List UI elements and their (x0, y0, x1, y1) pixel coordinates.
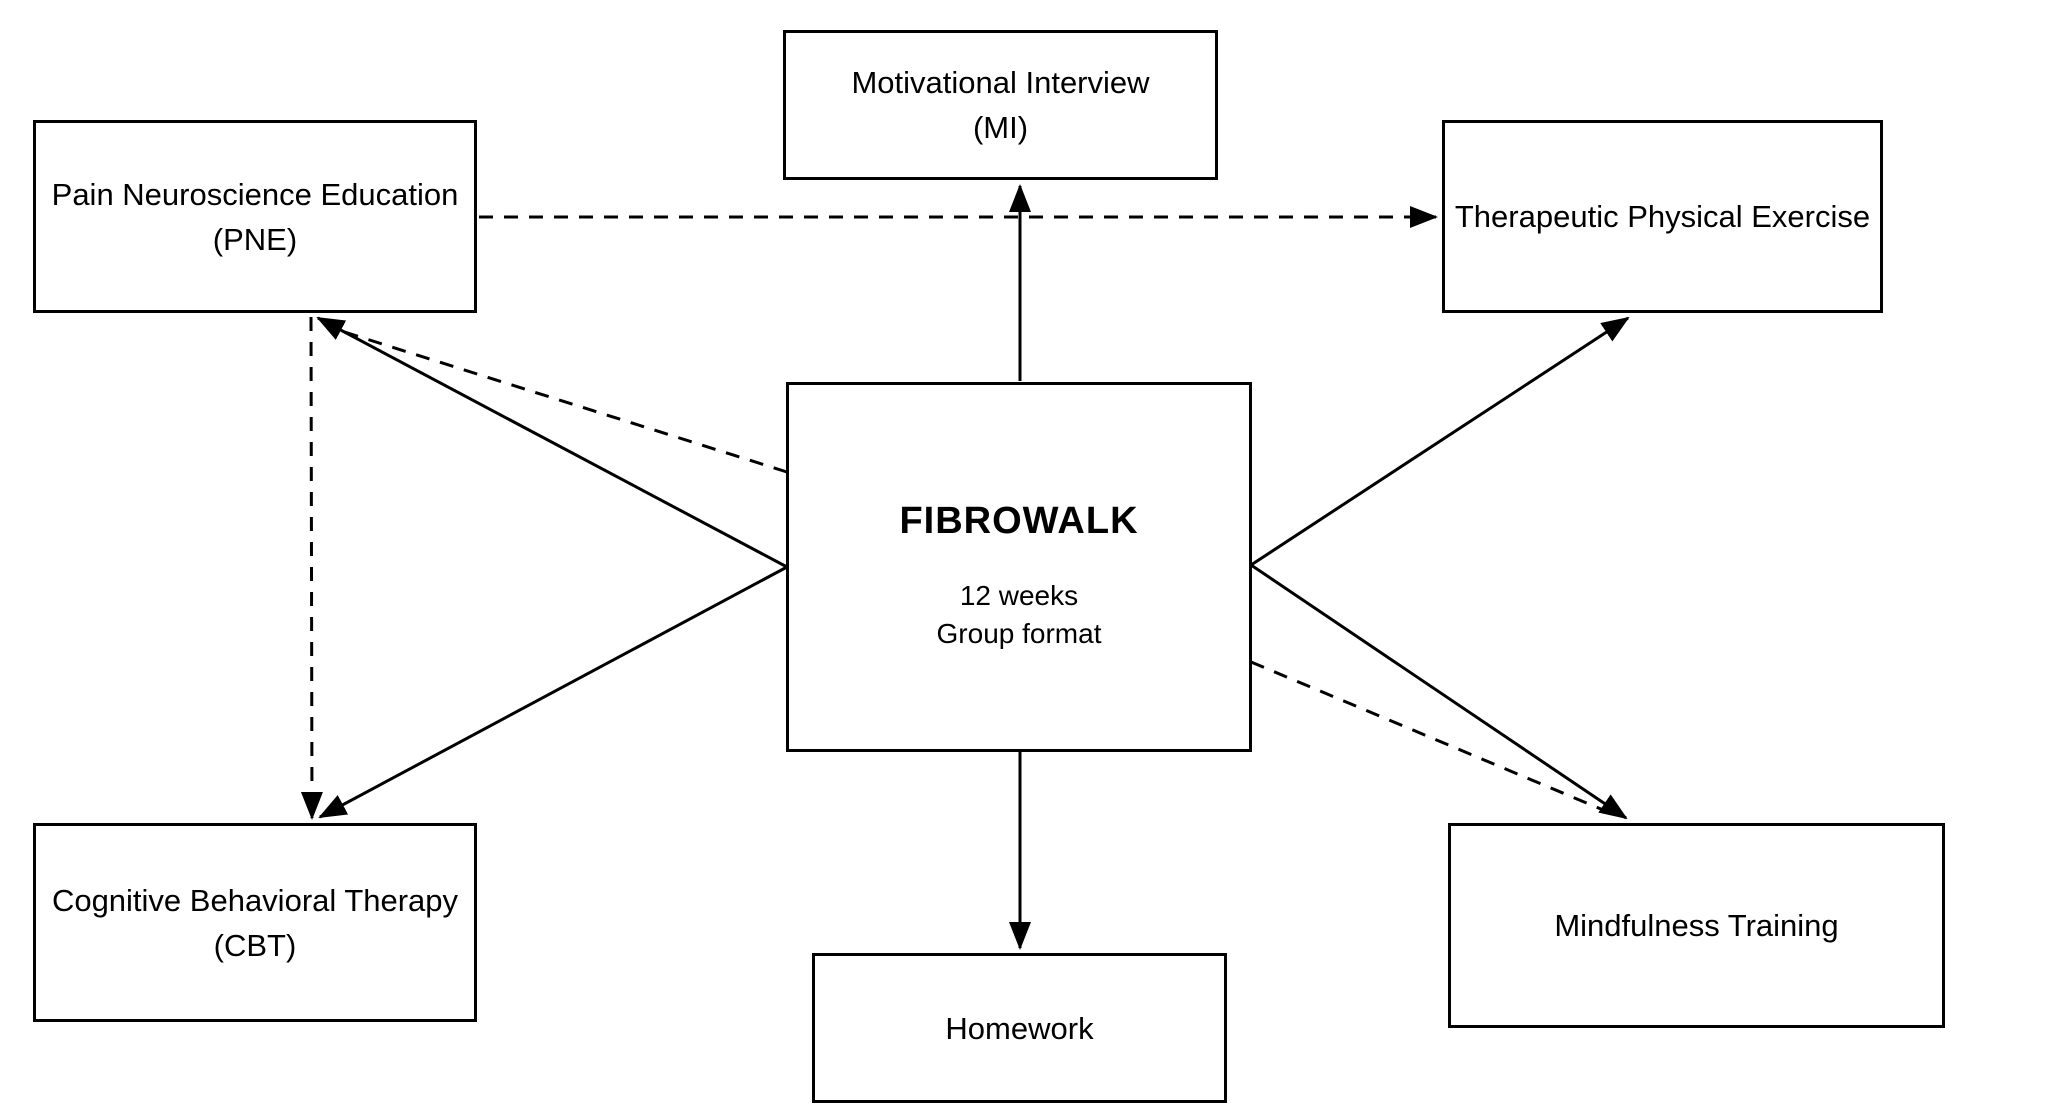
node-fibrowalk-title: FIBROWALK (899, 500, 1139, 542)
node-fibrowalk: FIBROWALK 12 weeks Group format (786, 382, 1252, 752)
node-pne-label-line1: Pain Neuroscience Education (51, 176, 459, 212)
arrow-fibrowalk-to-pne-dashed (337, 328, 788, 474)
node-mi: Motivational Interview (MI) (783, 30, 1218, 180)
arrow-fibrowalk-to-tpe-solid (1250, 316, 1630, 567)
node-cbt-label-line2: (CBT) (213, 927, 297, 963)
arrow-fibrowalk-to-pne-solid (316, 316, 788, 569)
node-fibrowalk-duration: 12 weeks (959, 580, 1079, 611)
node-homework-label: Homework (945, 1010, 1094, 1046)
node-pne: Pain Neuroscience Education (PNE) (33, 120, 477, 313)
node-mi-label-line1: Motivational Interview (851, 65, 1150, 100)
node-cbt: Cognitive Behavioral Therapy (CBT) (33, 823, 477, 1022)
arrow-fibrowalk-to-cbt-solid (318, 565, 788, 819)
node-mindfulness-label: Mindfulness Training (1554, 908, 1839, 943)
node-pne-label-line2: (PNE) (212, 221, 298, 257)
arrow-fibrowalk-to-mindfulness-solid (1250, 563, 1628, 820)
arrow-pne-to-cbt-dashed (300, 316, 323, 820)
node-fibrowalk-format: Group format (936, 618, 1102, 649)
node-homework: Homework (812, 953, 1227, 1103)
node-tpe: Therapeutic Physical Exercise (1442, 120, 1883, 313)
node-mi-label-line2: (MI) (972, 110, 1029, 145)
node-cbt-label-line1: Cognitive Behavioral Therapy (51, 882, 459, 918)
node-tpe-label: Therapeutic Physical Exercise (1454, 199, 1871, 234)
node-mindfulness: Mindfulness Training (1448, 823, 1945, 1028)
